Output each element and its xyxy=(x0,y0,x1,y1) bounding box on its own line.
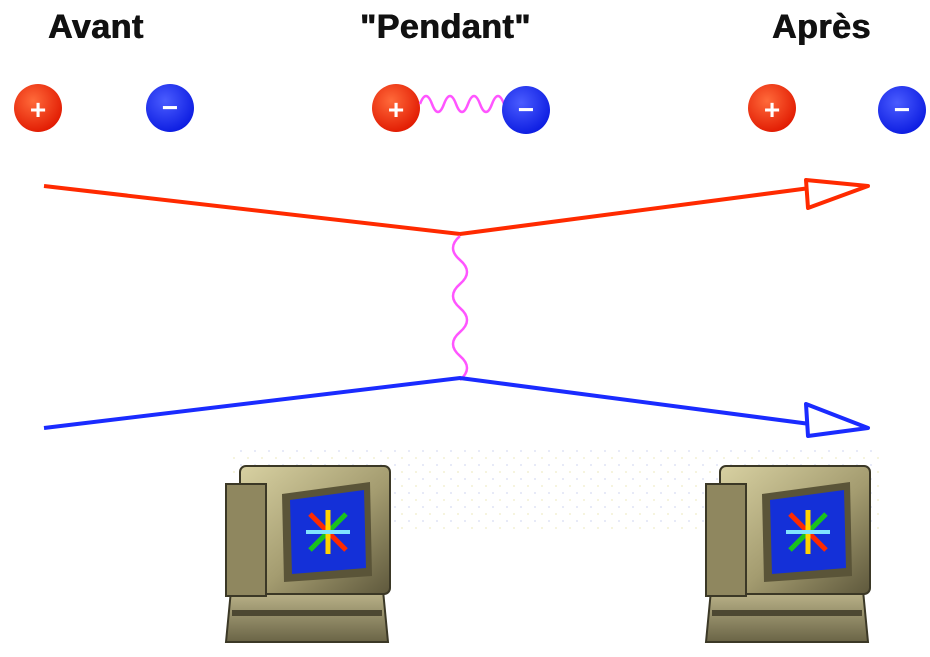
computer-monitor-icon xyxy=(704,465,871,643)
positive-particle-after: + xyxy=(748,84,796,132)
negative-trajectory-arrowhead xyxy=(804,402,870,438)
negative-particle-before: − xyxy=(146,84,194,132)
label-after: Après xyxy=(772,8,871,46)
label-during: "Pendant" xyxy=(360,8,531,46)
photon-wave-during xyxy=(418,94,506,114)
svg-text:−: − xyxy=(894,94,910,125)
label-before: Avant xyxy=(48,8,144,46)
svg-text:+: + xyxy=(764,94,780,125)
computer-monitor-icon xyxy=(224,465,391,643)
svg-text:+: + xyxy=(30,94,46,125)
negative-particle-during: − xyxy=(502,86,550,134)
svg-text:−: − xyxy=(518,94,534,125)
svg-text:−: − xyxy=(162,92,178,123)
photon-exchange-wave xyxy=(451,235,469,381)
negative-trajectory xyxy=(43,375,811,430)
negative-particle-after: − xyxy=(878,86,926,134)
svg-text:+: + xyxy=(388,94,404,125)
positive-trajectory-arrowhead xyxy=(804,178,870,210)
positive-particle-during: + xyxy=(372,84,420,132)
positive-trajectory xyxy=(43,184,811,237)
positive-particle-before: + xyxy=(14,84,62,132)
